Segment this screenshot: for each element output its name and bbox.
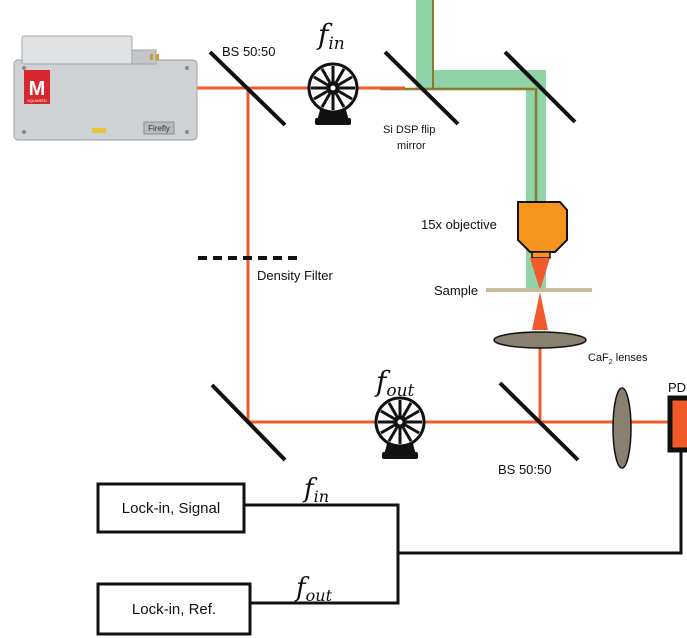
chopper-out	[376, 398, 424, 459]
signal-wires	[244, 450, 681, 603]
laser-model: Firefly	[148, 124, 170, 133]
objective-label: 15x objective	[421, 217, 497, 232]
flip-mirror-label-2: mirror	[397, 140, 426, 152]
photodiode	[670, 398, 687, 450]
brand-letter: M	[29, 78, 46, 100]
chopper-in	[309, 64, 357, 125]
laser-head: M SQUARED Firefly	[14, 36, 197, 140]
flip-mirror-label-1: Si DSP flip	[383, 124, 435, 136]
f-in-label-wire: fin	[302, 474, 329, 506]
f-out-label-top: fout	[374, 365, 415, 401]
caf2-lens-horizontal	[494, 332, 586, 348]
bs-top-label: BS 50:50	[222, 44, 276, 59]
lockin-signal-label: Lock-in, Signal	[122, 500, 220, 517]
bs-bottom-label: BS 50:50	[498, 462, 552, 477]
density-filter-label: Density Filter	[257, 268, 334, 283]
laser-beam-paths	[195, 88, 672, 422]
focus-cone-bottom	[532, 292, 548, 330]
pd-label: PD	[668, 380, 686, 395]
f-in-label-top: fin	[316, 18, 345, 54]
caf2-label: CaF2 lenses	[588, 352, 648, 366]
objective	[518, 202, 567, 258]
caf2-lens-vertical	[613, 388, 631, 468]
brand-sub: SQUARED	[27, 98, 47, 103]
lockin-ref-label: Lock-in, Ref.	[132, 601, 216, 618]
f-out-label-wire: fout	[294, 573, 333, 605]
sample-label: Sample	[434, 283, 478, 298]
